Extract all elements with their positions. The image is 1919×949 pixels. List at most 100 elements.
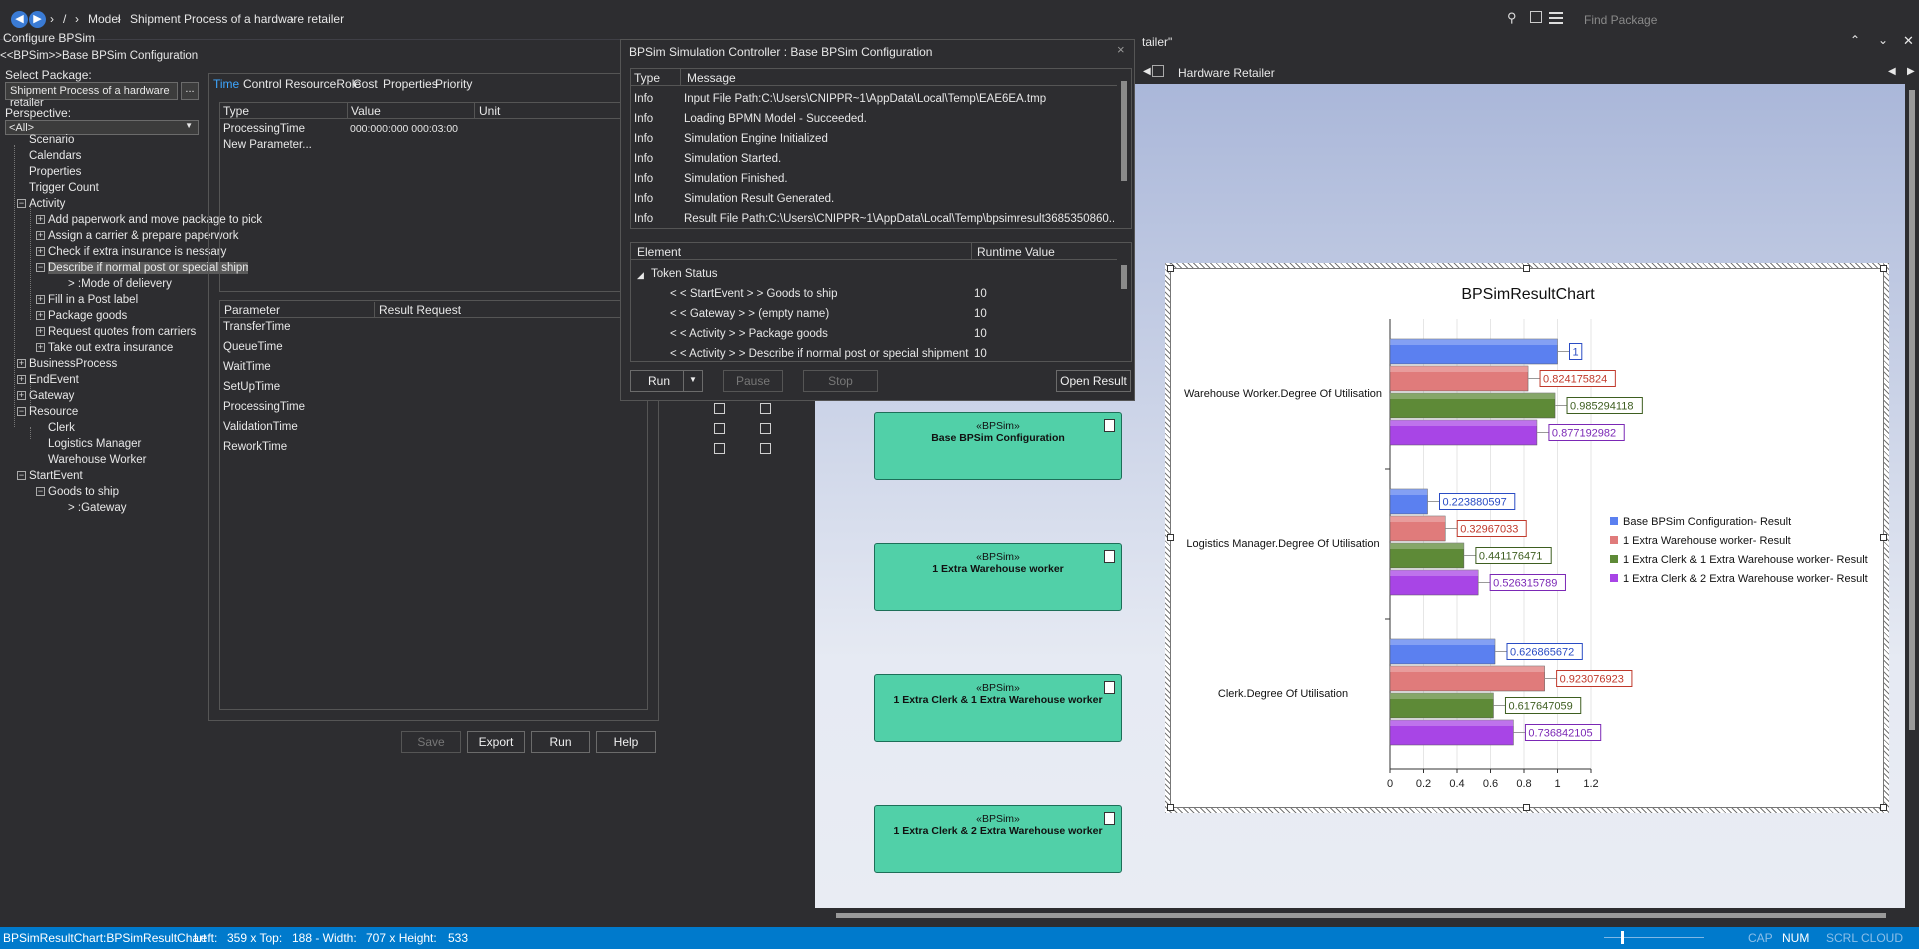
search-icon[interactable]: ⚲ xyxy=(1507,10,1517,26)
result-request-checkbox[interactable] xyxy=(714,403,725,414)
breadcrumb-model[interactable]: Model xyxy=(88,12,121,26)
tree-item[interactable]: BusinessProcess xyxy=(29,358,117,370)
bpsim-config-extra-clerk-1[interactable]: «BPSim» 1 Extra Clerk & 1 Extra Warehous… xyxy=(874,674,1122,742)
tab-scroll-left-icon[interactable]: ◀ xyxy=(1888,66,1896,77)
expand-icon[interactable]: + xyxy=(36,231,45,240)
perspective-select[interactable]: <All> ▼ xyxy=(5,120,199,135)
tab-scroll-left-icon[interactable]: ◀ xyxy=(1143,66,1151,77)
vertical-scrollbar[interactable] xyxy=(1905,84,1919,910)
resize-handle[interactable] xyxy=(1880,265,1887,272)
tab-hardware-retailer[interactable]: Hardware Retailer xyxy=(1178,66,1275,80)
collapse-icon[interactable]: − xyxy=(17,407,26,416)
save-button[interactable]: Save xyxy=(401,731,461,753)
resize-handle[interactable] xyxy=(1880,534,1887,541)
help-button[interactable]: Help xyxy=(596,731,656,753)
bpsim-config-base[interactable]: «BPSim» Base BPSim Configuration xyxy=(874,412,1122,480)
tree-item[interactable]: Gateway xyxy=(29,390,74,402)
resize-handle[interactable] xyxy=(1880,804,1887,811)
collapse-triangle-icon[interactable]: ◢ xyxy=(637,270,644,281)
zoom-slider[interactable] xyxy=(1604,937,1704,938)
stop-button[interactable]: Stop xyxy=(803,370,878,392)
horizontal-scrollbar[interactable] xyxy=(826,910,1906,920)
resize-handle[interactable] xyxy=(1523,265,1530,272)
tree-item[interactable]: Calendars xyxy=(29,150,81,162)
tree-item[interactable]: Package goods xyxy=(48,310,127,322)
tree-item[interactable]: Trigger Count xyxy=(29,182,99,194)
find-package-input[interactable]: Find Package xyxy=(1584,9,1854,31)
expand-icon[interactable]: + xyxy=(36,343,45,352)
result-request-checkbox[interactable] xyxy=(760,443,771,454)
pause-button[interactable]: Pause xyxy=(723,370,783,392)
forward-icon[interactable]: ▶ xyxy=(29,11,46,28)
token-scrollbar[interactable] xyxy=(1117,243,1131,361)
tree-item[interactable]: > :Gateway xyxy=(68,502,127,514)
resize-handle[interactable] xyxy=(1167,804,1174,811)
toolbar-option-icon[interactable] xyxy=(1530,11,1542,23)
tab-control[interactable]: Control xyxy=(243,77,282,91)
maximize-icon[interactable]: ⌃ xyxy=(1850,33,1860,47)
zoom-slider-thumb[interactable] xyxy=(1621,931,1624,944)
log-scrollbar[interactable] xyxy=(1117,69,1131,227)
expand-icon[interactable]: + xyxy=(36,311,45,320)
expand-icon[interactable]: + xyxy=(36,295,45,304)
expand-icon[interactable]: + xyxy=(17,391,26,400)
result-request-checkbox[interactable] xyxy=(714,443,725,454)
collapse-icon[interactable]: − xyxy=(36,263,45,272)
tree-item[interactable]: Activity xyxy=(29,198,65,210)
tree-item[interactable]: Warehouse Worker xyxy=(48,454,146,466)
export-button[interactable]: Export xyxy=(467,731,525,753)
resize-handle[interactable] xyxy=(1523,804,1530,811)
expand-icon[interactable]: + xyxy=(17,359,26,368)
close-icon[interactable]: × xyxy=(1117,42,1125,57)
tree-item[interactable]: Take out extra insurance xyxy=(48,342,173,354)
diagram-tab-partial[interactable]: tailer" xyxy=(1142,35,1172,49)
back-icon[interactable]: ◀ xyxy=(11,11,28,28)
chevron-down-icon[interactable]: ▼ xyxy=(689,375,697,384)
tab-cost[interactable]: Cost xyxy=(353,77,378,91)
resize-handle[interactable] xyxy=(1167,265,1174,272)
tab-priority[interactable]: Priority xyxy=(435,77,472,91)
tree-item[interactable]: Scenario xyxy=(29,134,74,146)
tab-scroll-right-icon[interactable]: ▶ xyxy=(1907,66,1915,77)
close-icon[interactable]: ✕ xyxy=(1903,33,1914,49)
tree-item[interactable]: Fill in a Post label xyxy=(48,294,138,306)
collapse-icon[interactable]: − xyxy=(17,471,26,480)
tree-item[interactable]: > :Mode of delievery xyxy=(68,278,172,290)
tree-item[interactable]: Clerk xyxy=(48,422,75,434)
menu-icon[interactable] xyxy=(1549,12,1563,26)
bpsim-result-chart[interactable]: BPSimResultChart00.20.40.60.811.2Warehou… xyxy=(1170,268,1884,808)
collapse-icon[interactable]: − xyxy=(17,199,26,208)
tree-item[interactable]: Request quotes from carriers xyxy=(48,326,196,338)
tab-time[interactable]: Time xyxy=(213,77,239,91)
result-request-checkbox[interactable] xyxy=(714,423,725,434)
result-request-checkbox[interactable] xyxy=(760,423,771,434)
expand-icon[interactable]: + xyxy=(17,375,26,384)
bpsim-config-extra-clerk-2[interactable]: «BPSim» 1 Extra Clerk & 2 Extra Warehous… xyxy=(874,805,1122,873)
param-value-cell[interactable]: 000:000:000 000:03:00 xyxy=(350,123,458,135)
dropdown-icon[interactable]: ⌄ xyxy=(1878,33,1888,47)
tree-item[interactable]: EndEvent xyxy=(29,374,79,386)
tab-resourcerole[interactable]: ResourceRole xyxy=(285,77,361,91)
expand-icon[interactable]: + xyxy=(36,215,45,224)
result-request-checkbox[interactable] xyxy=(760,403,771,414)
expand-icon[interactable]: + xyxy=(36,247,45,256)
package-field[interactable]: Shipment Process of a hardware retailer xyxy=(5,82,178,100)
open-result-button[interactable]: Open Result xyxy=(1056,370,1131,392)
dialog-run-button[interactable]: Run ▼ xyxy=(630,370,703,392)
resize-handle[interactable] xyxy=(1167,534,1174,541)
breadcrumb-root[interactable]: / xyxy=(63,12,66,26)
tree-item[interactable]: Resource xyxy=(29,406,78,418)
bpsim-config-extra-warehouse[interactable]: «BPSim» 1 Extra Warehouse worker xyxy=(874,543,1122,611)
tab-properties[interactable]: Properties xyxy=(383,77,438,91)
expand-icon[interactable]: + xyxy=(36,327,45,336)
new-parameter-link[interactable]: New Parameter... xyxy=(223,139,312,151)
collapse-icon[interactable]: − xyxy=(36,487,45,496)
run-button[interactable]: Run xyxy=(531,731,590,753)
tree-item[interactable]: StartEvent xyxy=(29,470,83,482)
breadcrumb-package[interactable]: Shipment Process of a hardware retailer xyxy=(130,12,344,26)
param-type-cell[interactable]: ProcessingTime xyxy=(223,123,305,135)
tree-item[interactable]: Properties xyxy=(29,166,81,178)
browse-package-button[interactable]: ... xyxy=(181,82,199,100)
tree-item[interactable]: Goods to ship xyxy=(48,486,119,498)
tree-item[interactable]: Logistics Manager xyxy=(48,438,141,450)
